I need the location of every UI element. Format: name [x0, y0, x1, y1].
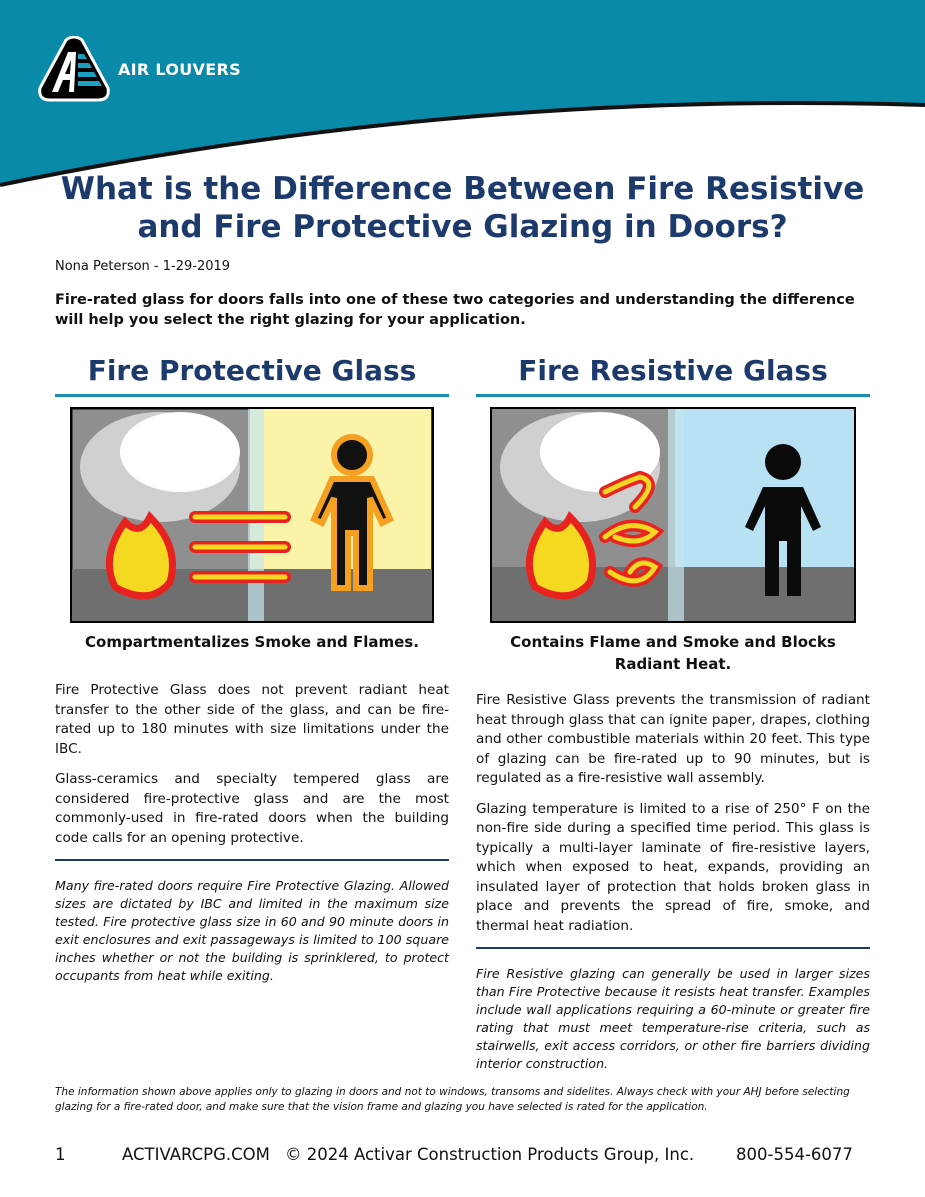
body-paragraph: Fire Resistive Glass prevents the transm…	[476, 692, 870, 786]
page-title: What is the Difference Between Fire Resi…	[60, 171, 865, 245]
brand-name: AIR LOUVERS	[118, 60, 241, 79]
header-wave	[0, 0, 925, 187]
body-paragraph: Fire Protective Glass does not prevent r…	[55, 682, 449, 757]
illustration-caption: Contains Flame and Smoke and Blocks Radi…	[510, 633, 836, 673]
website-link[interactable]: ACTIVARCPG.COM	[122, 1145, 270, 1164]
copyright: © 2024 Activar Construction Products Gro…	[285, 1145, 695, 1164]
fire-protective-illustration	[70, 407, 434, 623]
header-banner	[0, 0, 925, 200]
divider	[55, 859, 449, 861]
phone-number: 800-554-6077	[736, 1145, 853, 1164]
body-paragraph: Glazing temperature is limited to a rise…	[476, 800, 870, 934]
author-date: Nona Peterson - 1-29-2019	[55, 259, 231, 274]
page-number: 1	[55, 1145, 66, 1164]
fire-resistive-column: Fire Resistive Glass Contains Flame and …	[476, 352, 870, 1073]
illustration-caption: Compartmentalizes Smoke and Flames.	[85, 633, 419, 651]
fire-resistive-illustration	[490, 407, 856, 623]
body-paragraph: Glass-ceramics and specialty tempered gl…	[55, 771, 449, 846]
disclaimer: The information shown above applies only…	[55, 1086, 850, 1113]
intro-text: Fire-rated glass for doors falls into on…	[55, 292, 855, 328]
note-text: Many fire-rated doors require Fire Prote…	[55, 878, 449, 983]
air-louvers-logo-icon	[38, 36, 110, 102]
divider	[476, 947, 870, 949]
section-heading: Fire Resistive Glass	[476, 352, 870, 397]
fire-protective-column: Fire Protective Glass Compartmentalizes …	[55, 352, 449, 985]
section-heading: Fire Protective Glass	[55, 352, 449, 397]
note-text: Fire Resistive glazing can generally be …	[476, 966, 870, 1071]
